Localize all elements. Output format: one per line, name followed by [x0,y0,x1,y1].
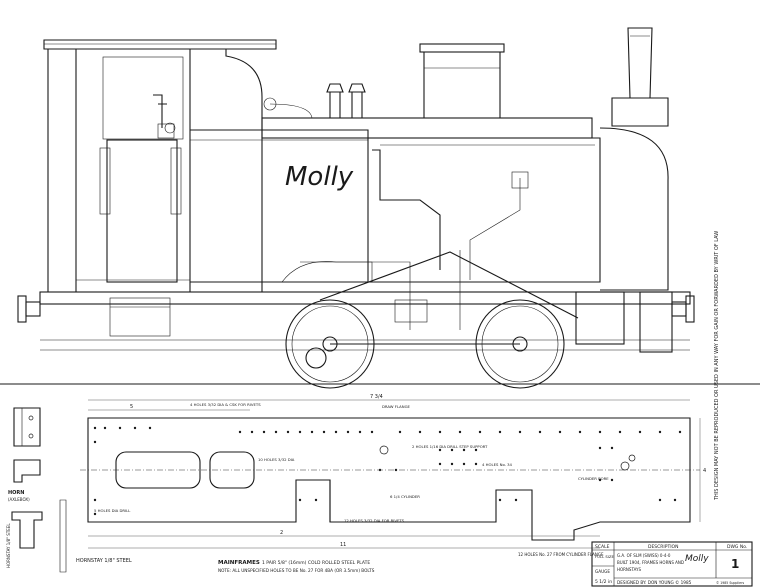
title-block-frame [591,541,753,587]
description-line-3: HORNSTAYS [617,567,641,572]
locomotive-elevation: Molly [0,27,760,389]
mainframes-title: MAINFRAMES [218,560,260,566]
mainframe-drawing: 7 3/4 5 4 HOLES 3/32 DIA [80,394,706,549]
mainframe-outline [87,417,691,541]
overall-dim: 7 3/4 [370,394,383,400]
hornstay-note: HORNSTAY 1/8" STEEL [76,558,132,564]
horn-hole-2 [28,433,34,439]
title-block-name: Molly [685,554,709,564]
horn-gap-rear [296,479,331,522]
horn-plate [13,407,41,447]
cab-step-box [109,297,171,337]
description-line-1: G.A. OF SLM (SWISS) 0-4-0 [617,553,671,558]
cab-body [47,49,263,293]
smokebox [599,127,669,291]
hornstay-side-note: HORNSTAY 1/8" STEEL [6,523,11,568]
note-cb: CYLINDER BORE [578,476,609,481]
chimney [627,27,653,99]
mainframes-spec: 1 PAIR 5/8" (16mm) COLD ROLLED STEEL PLA… [262,560,370,566]
running-board [39,291,691,305]
horn-label: HORN [8,490,24,496]
horn-hole-1 [28,415,34,421]
crank [305,347,327,369]
title-block: SCALE FULL SIZE GAUGE 5 1/2 in DESCRIPTI… [591,541,753,587]
gauge-dial [164,122,176,134]
gauge-value: 5 1/2 in [595,579,612,585]
scale-heading: SCALE [595,544,610,550]
note-cyl: 6 1/4 CYLINDER [390,494,420,499]
dome-cap [419,43,505,53]
note-holes-7: 5 HOLES DIA DRILL [94,508,131,513]
rear-buffer-head [17,295,27,323]
cab-door [106,139,178,283]
note-holes-2: 10 HOLES 3/32 DIA [258,457,295,462]
cab-handrail-left [99,147,111,215]
clack-valve [511,171,529,189]
hole-large-3 [628,454,636,462]
loco-nameplate: Molly [285,162,354,192]
slide-bar-bracket [394,299,428,323]
boiler-top [261,117,593,139]
hole-large-1 [379,445,389,455]
hornstay [11,511,43,549]
rivet-holes [93,426,682,516]
dome [423,51,501,118]
dim-height: 4 [703,468,706,474]
safety-valve-2 [348,83,366,118]
main-steam-pipe [372,149,441,270]
cylinder-holes-note: 12 HOLES No. 27 FROM CYLINDER FLANGE [518,552,604,557]
steam-pipe [269,103,313,119]
tank-lower-curve [281,261,373,283]
controls-box [157,123,175,139]
cab-window [102,56,184,140]
note-holes-5: 4 HOLES No. 34 [482,462,513,467]
cab-roof [43,39,277,50]
copyright-notice: THIS DESIGN MAY NOT BE REPRODUCED OR USE… [714,231,720,501]
cab-handrail-right [170,147,182,215]
cylinder-block [575,291,625,345]
chimney-base [611,97,669,127]
description-line-2: BUILT 1904, FRAMES HORNS AND [617,560,684,565]
bar-detail [59,499,67,573]
gauge-heading: GAUGE [595,569,610,574]
injector-pipe [469,178,521,280]
mainframes-note: NOTE: ALL UNSPECIFIED HOLES TO BE No. 27… [218,568,375,573]
hole-large-2 [620,461,630,471]
dim-5: 5 [130,404,133,410]
horn-details: HORN (AXLEBOX) HORNSTAY 1/8" STEEL [6,407,67,573]
dim-2: 2 [280,530,283,536]
note-step: 2 HOLES 1/16 DIA DRILL STEP SUPPORT [412,444,488,449]
regulator-handle [153,94,167,128]
horn-section [13,459,41,483]
drawing-number: 1 [731,557,739,571]
connecting-rod [319,251,579,319]
note-holes-3: 12 HOLES 3/32 DIA FOR RIVETS [344,518,405,523]
description-heading: DESCRIPTION [648,544,678,550]
horn-sub-label: (AXLEBOX) [8,497,30,502]
front-buffer-head [685,295,695,323]
scale-value: FULL SIZE [595,554,615,559]
dim-11: 11 [340,542,346,548]
safety-valve-1 [326,83,344,118]
designed-by: DESIGNED BY: DON YOUNG © 1985 [617,580,692,585]
boiler-barrel [368,137,601,283]
note-holes-1: 4 HOLES 3/32 DIA & CSK FOR RIVETS [190,402,261,407]
rear-buffer-body [25,301,41,317]
supplier-credit: © 1985 Suppliers [716,581,744,585]
drawing-number-heading: DWG No. [727,544,747,550]
note-drawbar: DRAW FLANGE [382,404,411,409]
valve-gear-link [300,250,461,330]
side-tank [190,129,369,283]
buffer-beam-front [639,291,673,353]
